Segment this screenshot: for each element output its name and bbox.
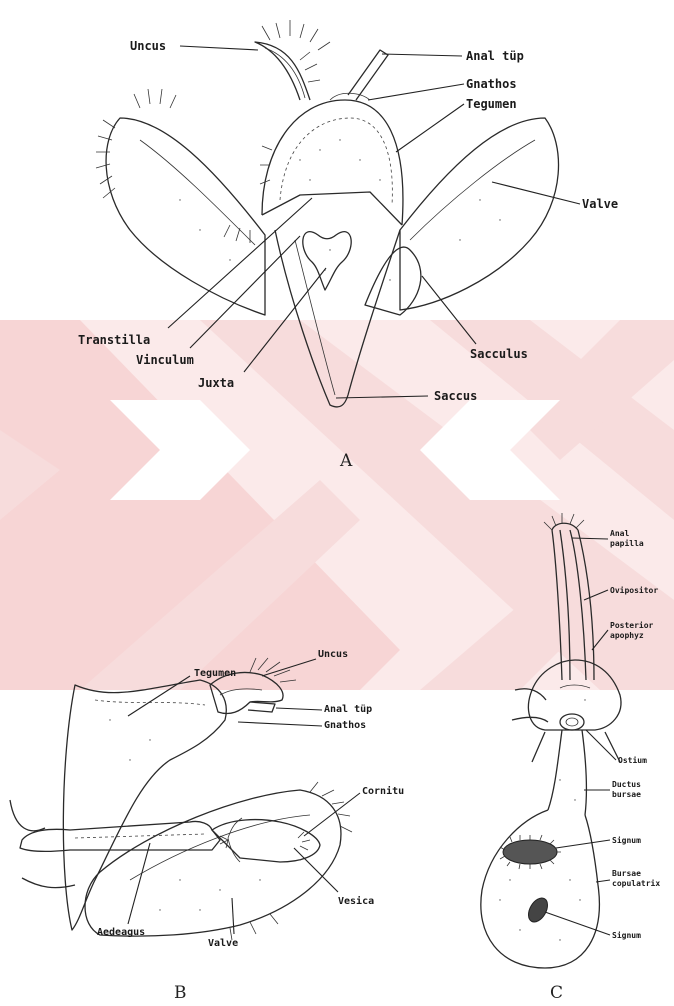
label-aedeagus-b: Aedeagus bbox=[97, 927, 145, 938]
label-cornitu-b: Cornitu bbox=[362, 785, 404, 797]
label-ductus-bursae-line2-c: bursae bbox=[612, 790, 641, 799]
label-uncus-a: Uncus bbox=[130, 39, 166, 53]
panel-letter-b: B bbox=[174, 983, 187, 1003]
label-tegumen-b: Tegumen bbox=[194, 668, 236, 679]
label-bursae-copulatrix-line1-c: Bursae bbox=[612, 869, 641, 878]
panel-c-drawing bbox=[481, 513, 621, 968]
label-transtilla-a: Transtilla bbox=[78, 333, 150, 347]
label-tegumen-a: Tegumen bbox=[466, 97, 517, 111]
label-gnathos-b: Gnathos bbox=[324, 720, 366, 731]
label-valve-a: Valve bbox=[582, 197, 618, 211]
label-bursae-copulatrix-line2-c: copulatrix bbox=[612, 878, 660, 888]
label-ovipositor-c: Ovipositor bbox=[610, 585, 658, 595]
label-juxta-a: Juxta bbox=[198, 376, 234, 390]
label-ostium-c: Ostium bbox=[618, 755, 647, 765]
label-anal-papilla-line2-c: papilla bbox=[610, 538, 644, 548]
label-anal-tup-b: Anal tüp bbox=[324, 704, 372, 715]
label-ductus-bursae-line1-c: Ductus bbox=[612, 780, 641, 789]
panel-letter-a: A bbox=[339, 451, 353, 471]
label-signum-upper-c: Signum bbox=[612, 835, 641, 845]
label-posterior-apophyz-line2-c: apophyz bbox=[610, 631, 644, 640]
label-posterior-apophyz-line1-c: Posterior bbox=[610, 620, 654, 630]
label-vesica-b: Vesica bbox=[338, 895, 374, 907]
label-sacculus-a: Sacculus bbox=[470, 347, 528, 361]
label-saccus-a: Saccus bbox=[434, 389, 477, 403]
label-anal-tup-a: Anal tüp bbox=[466, 49, 524, 63]
label-signum-lower-c: Signum bbox=[612, 930, 641, 940]
panel-b-drawing bbox=[10, 658, 360, 940]
panel-letter-c: C bbox=[550, 983, 563, 1003]
label-gnathos-a: Gnathos bbox=[466, 77, 517, 91]
label-valve-b: Valve bbox=[208, 938, 238, 949]
label-vinculum-a: Vinculum bbox=[136, 353, 194, 367]
label-anal-papilla-line1-c: Anal bbox=[610, 529, 629, 538]
label-uncus-b: Uncus bbox=[318, 649, 348, 660]
